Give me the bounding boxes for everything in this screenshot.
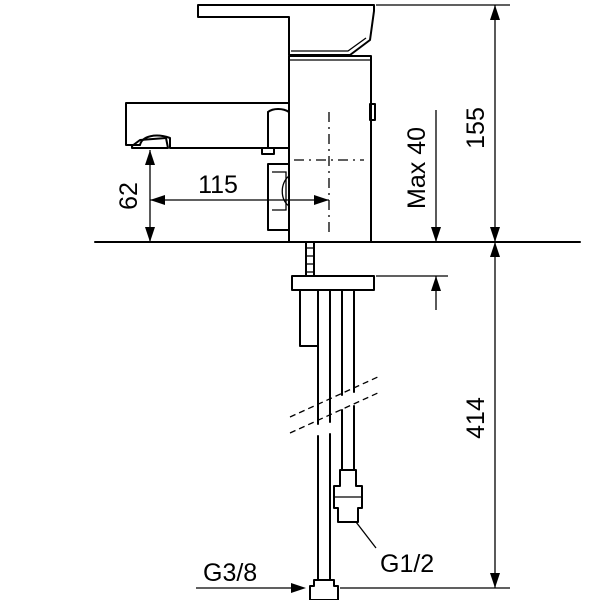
lever-handle: [197, 4, 375, 56]
dim-115-label: 115: [198, 171, 238, 199]
g12-fitting: [333, 469, 363, 523]
g38-fitting: [309, 579, 339, 600]
dimension-lines: [145, 4, 510, 593]
faucet-body: [125, 4, 376, 243]
faucet-main-body: [288, 55, 372, 243]
dim-max40-label: Max 40: [403, 127, 431, 209]
fixing-nut: [299, 289, 319, 347]
pop-up-knob: [267, 163, 290, 231]
mounting-plate: [291, 275, 375, 291]
dim-155-label: 155: [462, 107, 490, 149]
g38-label: G3/8: [203, 559, 257, 587]
dim-414-label: 414: [462, 397, 490, 439]
spout: [125, 102, 290, 149]
mounting-assembly: [289, 241, 381, 600]
dim-62-label: 62: [115, 182, 143, 210]
g12-label: G1/2: [380, 550, 434, 578]
